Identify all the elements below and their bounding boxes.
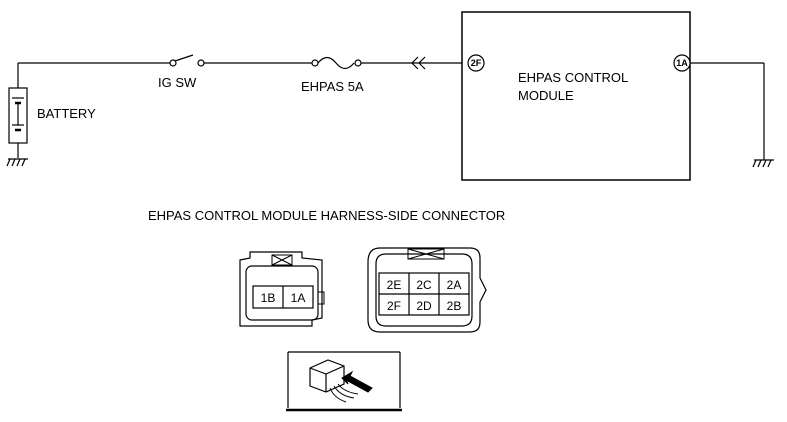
pin-2b: 2B: [447, 299, 462, 313]
connector-chevron-2: [418, 56, 426, 70]
switch-contact-left: [169, 59, 177, 67]
ground-icon-right: [752, 159, 774, 168]
terminal-2f-circle: [467, 54, 485, 72]
switch-contact-right: [197, 59, 205, 67]
module-label-line2: MODULE: [518, 88, 574, 103]
large-connector: [367, 247, 487, 333]
battery-cells: [12, 97, 24, 132]
terminal-1a-label: 1A: [676, 58, 688, 68]
fuse-element: [317, 56, 355, 70]
terminal-2f-label: 2F: [471, 58, 482, 68]
pin-2c: 2C: [416, 278, 432, 292]
pin-2d: 2D: [416, 299, 432, 313]
pin-1b: 1B: [261, 291, 276, 305]
switch-blade: [174, 54, 194, 62]
connector-chevron-1: [411, 56, 419, 70]
fuse-contact-left: [311, 59, 319, 67]
switch-label: IG SW: [158, 75, 197, 90]
connector-view-icon: [286, 351, 402, 412]
small-connector: [239, 251, 325, 327]
connector-title: EHPAS CONTROL MODULE HARNESS-SIDE CONNEC…: [148, 208, 505, 223]
battery-label: BATTERY: [37, 106, 96, 121]
ground-icon-left: [6, 158, 28, 167]
pin-2e: 2E: [387, 278, 402, 292]
pin-2f: 2F: [387, 299, 401, 313]
pin-1a: 1A: [291, 291, 306, 305]
module-label-line1: EHPAS CONTROL: [518, 70, 628, 85]
control-module-box: [461, 11, 691, 181]
pin-2a: 2A: [447, 278, 462, 292]
fuse-contact-right: [354, 59, 362, 67]
fuse-label: EHPAS 5A: [301, 79, 364, 94]
